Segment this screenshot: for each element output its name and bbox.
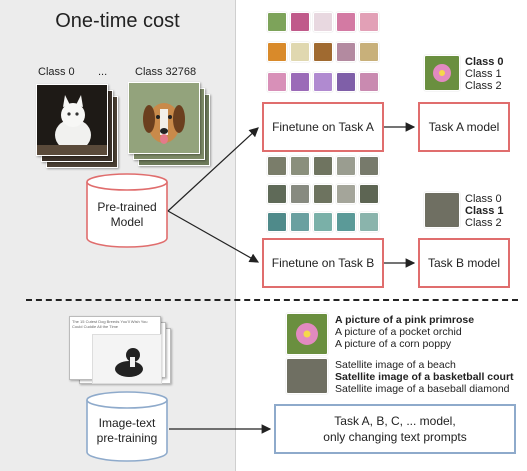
task-a-class-list: Class 0 Class 1 Class 2	[465, 56, 504, 92]
satellite-dataset-grid	[267, 156, 382, 232]
prompt-flower-image	[286, 313, 328, 355]
task-b-class-2: Class 2	[465, 217, 502, 229]
dog-icon	[129, 83, 199, 153]
satellite-prompt-2: Satellite image of a baseball diamond	[335, 383, 510, 395]
primrose-icon	[296, 323, 318, 345]
arrow-model-to-task-b	[167, 210, 260, 263]
flower-prompt-0: A picture of a pink primrose	[335, 314, 475, 326]
doc-text-front: The 15 Cutest Dog Breeds You'll Wish You…	[72, 319, 148, 329]
finetune-task-a-box: Finetune on Task A	[262, 102, 384, 152]
pretrained-model-line2: Model	[110, 215, 144, 229]
flower-prompts: A picture of a pink primrose A picture o…	[335, 314, 474, 350]
dog-photo-icon	[115, 348, 143, 377]
satellite-prompts: Satellite image of a beach Satellite ima…	[335, 359, 514, 395]
prompt-satellite-image	[286, 358, 328, 394]
image-text-cylinder	[86, 391, 168, 462]
task-b-model-label: Task B model	[427, 256, 501, 270]
finetune-task-a-label: Finetune on Task A	[272, 120, 374, 134]
image-text-line1: Image-text	[98, 416, 156, 430]
task-b-example-image	[424, 192, 460, 228]
task-a-model-box: Task A model	[418, 102, 510, 152]
task-b-class-1: Class 1	[465, 205, 504, 217]
task-a-example-image	[424, 55, 460, 91]
flower-prompt-1: A picture of a pocket orchid	[335, 326, 462, 338]
finetune-task-b-box: Finetune on Task B	[262, 238, 384, 288]
ellipsis-label: ...	[98, 66, 108, 78]
flower-dataset-grid	[267, 12, 382, 92]
finetune-task-b-label: Finetune on Task B	[271, 256, 375, 270]
flower-prompt-2: A picture of a corn poppy	[335, 338, 452, 350]
panel-title: One-time cost	[55, 10, 180, 32]
cat-image	[36, 84, 108, 156]
dog-image	[128, 82, 200, 154]
task-a-class-0: Class 0	[465, 56, 504, 68]
task-b-model-box: Task B model	[418, 238, 510, 288]
satellite-prompt-0: Satellite image of a beach	[335, 359, 456, 371]
arrow-model-to-task-a	[167, 127, 259, 212]
task-b-class-0: Class 0	[465, 193, 502, 205]
pretrained-model-label: Pre-trained Model	[85, 200, 169, 230]
section-divider	[26, 299, 518, 301]
pretrained-model-line1: Pre-trained	[97, 200, 157, 214]
doc-dog-photo	[92, 334, 162, 384]
task-a-class-1: Class 1	[465, 68, 502, 80]
image-text-line2: pre-training	[96, 431, 158, 445]
class-0-label: Class 0	[38, 66, 75, 78]
cat-icon	[37, 95, 107, 155]
pretrained-model-cylinder	[86, 173, 168, 248]
image-text-label: Image-text pre-training	[85, 416, 169, 446]
task-b-class-list: Class 0 Class 1 Class 2	[465, 193, 504, 229]
final-model-box: Task A, B, C, ... model, only changing t…	[274, 404, 516, 454]
task-a-class-2: Class 2	[465, 80, 502, 92]
satellite-prompt-1: Satellite image of a basketball court	[335, 371, 514, 383]
final-model-line1: Task A, B, C, ... model,	[334, 414, 456, 428]
class-32768-label: Class 32768	[135, 66, 197, 78]
flower-icon	[433, 64, 451, 82]
final-model-line2: only changing text prompts	[323, 430, 467, 444]
task-a-model-label: Task A model	[428, 120, 500, 134]
